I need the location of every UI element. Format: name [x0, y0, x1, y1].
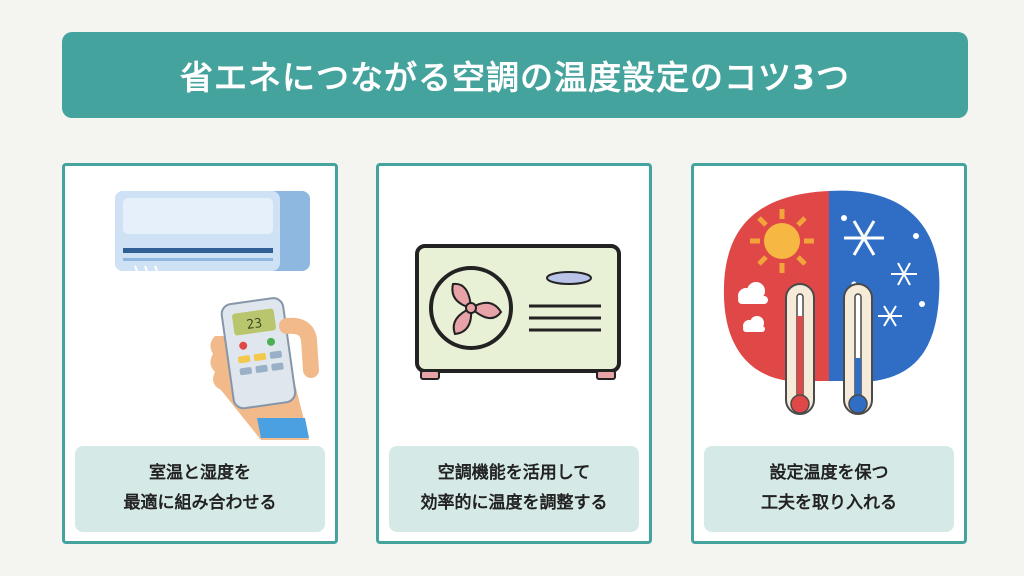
- title-banner: 省エネにつながる空調の温度設定のコツ3つ: [62, 32, 968, 118]
- tip-caption-line: 室温と湿度を: [149, 463, 251, 484]
- snowflake-icon: [844, 220, 917, 327]
- sun-icon: [750, 209, 814, 273]
- tip-caption-2: 空調機能を活用して 効率的に温度を調整する: [389, 446, 639, 532]
- tip-caption-line: 工夫を取り入れる: [761, 493, 897, 513]
- air-conditioner-icon: 23: [115, 191, 319, 440]
- tip-card-2: 空調機能を活用して 効率的に温度を調整する: [376, 163, 652, 544]
- tip-caption-line: 最適に組み合わせる: [123, 493, 277, 513]
- page-title: 省エネにつながる空調の温度設定のコツ3つ: [180, 58, 850, 97]
- hot-thermometer: [785, 283, 815, 415]
- tip-card-3: 設定温度を保つ 工夫を取り入れる: [691, 163, 967, 544]
- tip-card-1: 23 室温と湿度を 最適に組み合わせる: [62, 163, 338, 544]
- tip-caption-line: 効率的に温度を調整する: [420, 493, 608, 513]
- remote-display-text: 23: [246, 316, 264, 333]
- fan-icon: [451, 282, 503, 336]
- tip-caption-line: 設定温度を保つ: [769, 463, 889, 484]
- outdoor-unit-icon: [415, 244, 621, 380]
- tip-caption-1: 室温と湿度を 最適に組み合わせる: [75, 446, 325, 532]
- cold-thermometer: [843, 283, 873, 415]
- remote-control: 23: [220, 297, 297, 410]
- cloud-icon: [738, 282, 768, 332]
- tip-caption-line: 空調機能を活用して: [437, 463, 591, 484]
- tip-caption-3: 設定温度を保つ 工夫を取り入れる: [704, 446, 954, 532]
- thermometer-icon: [723, 190, 940, 415]
